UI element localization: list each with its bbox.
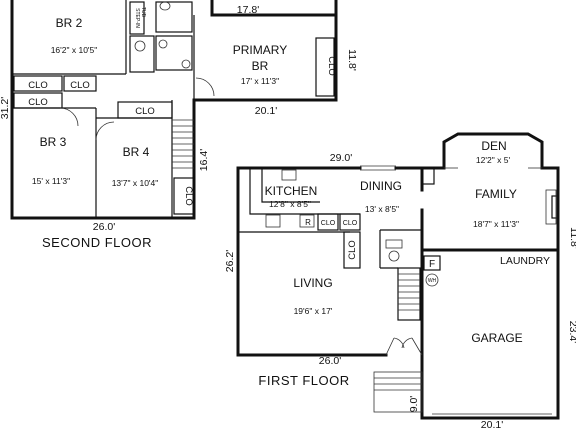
br4-size: 13'7" x 10'4" (112, 178, 159, 188)
closet-label: CLO (28, 80, 48, 91)
first-floor-stairs (397, 267, 421, 321)
dim-second-right: 16.4' (198, 149, 210, 171)
first-floor: DEN 12'2" x 5' FAMILY 18'7" x 11'3" KITC… (224, 132, 576, 431)
fireplace-label: F (429, 259, 435, 270)
primary-size: 17' x 11'3" (241, 76, 279, 86)
living-name: LIVING (293, 276, 332, 290)
step-in-label: STEP-IN (134, 8, 140, 28)
dining-size: 13' x 8'5" (365, 204, 399, 214)
dim-first-top: 29.0' (330, 152, 352, 164)
closet-label: CLO (326, 56, 337, 76)
bathroom-fixtures (129, 1, 193, 73)
dim-second-bottom: 26.0' (93, 221, 115, 233)
closet-label: CLO (183, 186, 194, 206)
second-floor: BR 2 16'2" x 10'5" PRIMARY BR 17' x 11'3… (0, 0, 358, 250)
family-size: 18'7" x 11'3" (473, 219, 519, 229)
family-name: FAMILY (475, 187, 517, 201)
dining-name: DINING (360, 179, 402, 193)
br3-size: 15' x 11'3" (32, 176, 70, 186)
br3-name: BR 3 (40, 135, 67, 149)
tub-label: TUB (140, 7, 146, 18)
kitchen-name: KITCHEN (265, 184, 318, 198)
primary-name: PRIMARY (233, 43, 287, 57)
closet-label: CLO (70, 80, 90, 91)
dim-primary-top: 17.8' (237, 4, 259, 16)
first-floor-title: FIRST FLOOR (258, 373, 349, 388)
br2-size: 16'2" x 10'5" (51, 45, 98, 55)
dim-primary-bottom: 20.1' (255, 105, 277, 117)
living-size: 19'6" x 17' (294, 306, 333, 316)
second-floor-stairs (172, 119, 194, 169)
dim-family-side: 11.8' (568, 227, 576, 249)
br2-name: BR 2 (56, 16, 83, 30)
garage-name: GARAGE (471, 331, 522, 345)
closet-label: CLO (347, 240, 358, 260)
den-name: DEN (481, 139, 506, 153)
den-size: 12'2" x 5' (476, 155, 511, 165)
dim-garage-bottom: 20.1' (481, 419, 503, 431)
dim-first-bottom: 26.0' (319, 355, 341, 367)
closet-label: CLO (28, 97, 48, 108)
second-floor-title: SECOND FLOOR (42, 235, 152, 250)
primary-name-line2: BR (252, 59, 269, 73)
kitchen-size: 12'8" x 8'5" (269, 199, 311, 209)
closet-label: CLO (135, 106, 155, 117)
dim-garage-side: 23.4' (567, 321, 576, 343)
dim-first-left: 26.2' (224, 250, 236, 272)
br4-name: BR 4 (123, 145, 150, 159)
range-label: R (305, 218, 311, 227)
closet-label: CLO (343, 220, 358, 227)
laundry-name: LAUNDRY (500, 255, 550, 267)
water-heater-label: WH (428, 278, 437, 284)
dim-second-left: 31.2' (0, 97, 11, 119)
closet-label: CLO (321, 220, 336, 227)
dim-porch: 9.0' (408, 396, 420, 413)
dim-primary-side: 11.8' (346, 49, 358, 71)
